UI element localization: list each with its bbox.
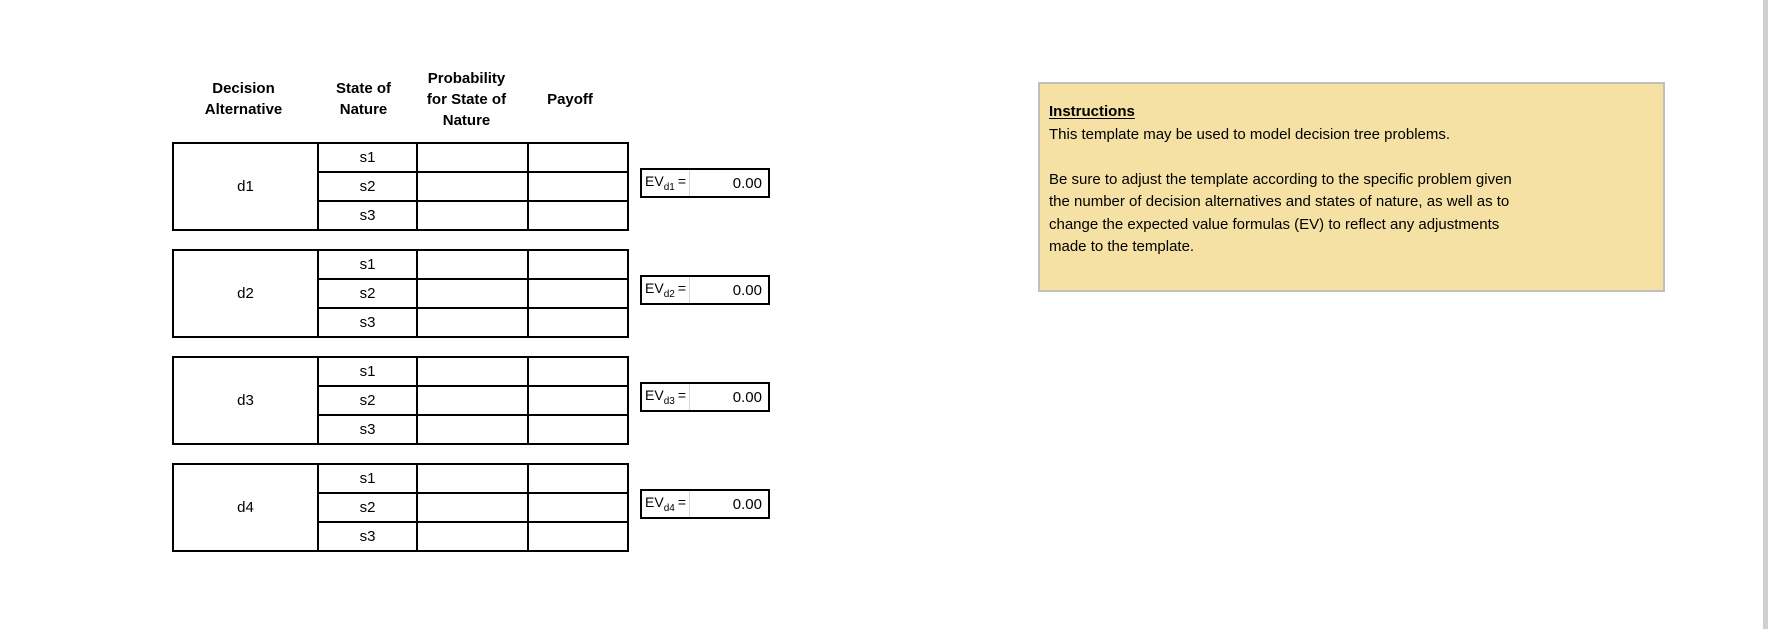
- state-cell[interactable]: s1: [317, 142, 418, 173]
- probability-cell[interactable]: [416, 385, 529, 416]
- probability-cell[interactable]: [416, 142, 529, 173]
- state-cell[interactable]: s3: [317, 414, 418, 445]
- probability-cell[interactable]: [416, 492, 529, 523]
- probability-cell[interactable]: [416, 307, 529, 338]
- payoff-cell[interactable]: [527, 492, 629, 523]
- instructions-intro: This template may be used to model decis…: [1049, 125, 1451, 143]
- payoff-cell[interactable]: [527, 307, 629, 338]
- cell-divider: [689, 277, 690, 303]
- state-cell[interactable]: s2: [317, 385, 418, 416]
- scrollbar-strip[interactable]: [1763, 0, 1768, 629]
- cell-divider: [689, 170, 690, 196]
- instructions-body-line: made to the template.: [1049, 238, 1195, 255]
- payoff-cell[interactable]: [527, 414, 629, 445]
- state-cell[interactable]: s3: [317, 200, 418, 231]
- payoff-cell[interactable]: [527, 385, 629, 416]
- cell-divider: [689, 491, 690, 517]
- probability-cell[interactable]: [416, 414, 529, 445]
- payoff-cell[interactable]: [527, 249, 629, 280]
- ev-label: EVd1=: [645, 173, 686, 193]
- ev-value[interactable]: 0.00: [732, 281, 762, 299]
- ev-box-d4: EVd4= 0.00: [640, 489, 770, 519]
- instructions-body-line: change the expected value formulas (EV) …: [1049, 215, 1500, 233]
- decision-block-d3: d3 s1 s2 s3: [172, 356, 629, 445]
- state-cell[interactable]: s2: [317, 278, 418, 309]
- state-cell[interactable]: s3: [317, 521, 418, 552]
- ev-box-d2: EVd2= 0.00: [640, 275, 770, 305]
- decision-block-d1: d1 s1 s2 s3: [172, 142, 629, 231]
- probability-cell[interactable]: [416, 171, 529, 202]
- ev-box-d3: EVd3= 0.00: [640, 382, 770, 412]
- payoff-cell[interactable]: [527, 463, 629, 494]
- ev-box-d1: EVd1= 0.00: [640, 168, 770, 198]
- instructions-spacer: [1049, 146, 1651, 169]
- state-cell[interactable]: s2: [317, 171, 418, 202]
- ev-label: EVd3=: [645, 387, 686, 407]
- header-decision-alternative: Decision Alternative: [204, 80, 283, 118]
- state-cell[interactable]: s1: [317, 356, 418, 387]
- state-cell[interactable]: s3: [317, 307, 418, 338]
- decision-cell[interactable]: d4: [172, 463, 319, 552]
- header-state-of-nature: State of Nature: [335, 80, 391, 118]
- decision-block-d2: d2 s1 s2 s3: [172, 249, 629, 338]
- decision-cell[interactable]: d1: [172, 142, 319, 231]
- instructions-body-line: the number of decision alternatives and …: [1049, 193, 1510, 210]
- ev-value[interactable]: 0.00: [732, 495, 762, 513]
- ev-value[interactable]: 0.00: [732, 388, 762, 406]
- header-probability: Probability for State of Nature: [426, 69, 507, 129]
- payoff-cell[interactable]: [527, 171, 629, 202]
- ev-value[interactable]: 0.00: [732, 174, 762, 192]
- payoff-cell[interactable]: [527, 200, 629, 231]
- instructions-panel: Instructions This template may be used t…: [1038, 82, 1665, 292]
- decision-cell[interactable]: d3: [172, 356, 319, 445]
- instructions-title: Instructions: [1049, 103, 1135, 120]
- probability-cell[interactable]: [416, 200, 529, 231]
- payoff-cell[interactable]: [527, 278, 629, 309]
- probability-cell[interactable]: [416, 249, 529, 280]
- probability-cell[interactable]: [416, 356, 529, 387]
- header-payoff: Payoff: [547, 90, 593, 108]
- state-cell[interactable]: s2: [317, 492, 418, 523]
- probability-cell[interactable]: [416, 521, 529, 552]
- probability-cell[interactable]: [416, 463, 529, 494]
- payoff-cell[interactable]: [527, 521, 629, 552]
- payoff-cell[interactable]: [527, 356, 629, 387]
- state-cell[interactable]: s1: [317, 249, 418, 280]
- ev-label: EVd2=: [645, 280, 686, 300]
- instructions-body-line: Be sure to adjust the template according…: [1049, 170, 1512, 188]
- cell-divider: [689, 384, 690, 410]
- probability-cell[interactable]: [416, 278, 529, 309]
- state-cell[interactable]: s1: [317, 463, 418, 494]
- payoff-cell[interactable]: [527, 142, 629, 173]
- decision-block-d4: d4 s1 s2 s3: [172, 463, 629, 552]
- ev-label: EVd4=: [645, 494, 686, 514]
- table-header-row: Decision Alternative State of Nature Pro…: [172, 60, 619, 138]
- decision-cell[interactable]: d2: [172, 249, 319, 338]
